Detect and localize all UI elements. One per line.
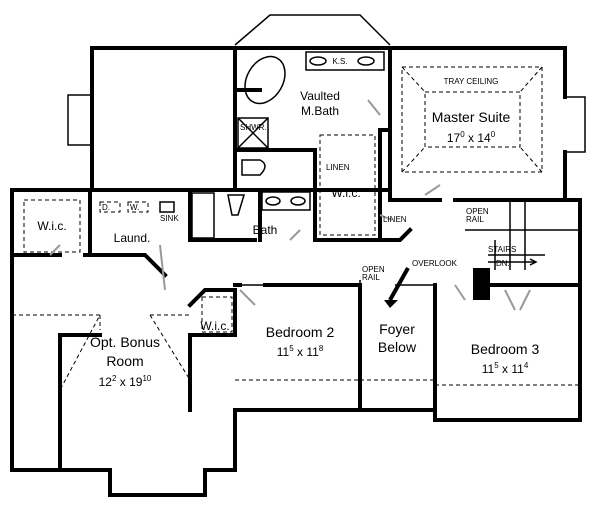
sink-note: SINK bbox=[160, 214, 179, 223]
overlook-note: OVERLOOK bbox=[412, 259, 458, 268]
foyer-label-2: Below bbox=[378, 339, 417, 355]
open-rail-note-1a: OPEN bbox=[466, 207, 489, 216]
linen-note-2: LINEN bbox=[383, 215, 407, 224]
master-wic-label: W.i.c. bbox=[331, 186, 360, 200]
bonus-room-label-2: Room bbox=[106, 353, 143, 369]
stairs-down-note: DN. bbox=[496, 259, 510, 268]
bedroom-3-label: Bedroom 3 bbox=[471, 341, 540, 357]
bedroom-3-dims: 115 x 114 bbox=[482, 361, 529, 376]
bath-label: Bath bbox=[253, 223, 278, 237]
small-wic-label: W.i.c. bbox=[200, 319, 229, 333]
left-wic-label: W.i.c. bbox=[37, 219, 66, 233]
walls bbox=[10, 14, 586, 497]
bonus-room-label-1: Opt. Bonus bbox=[90, 334, 160, 350]
doors bbox=[49, 99, 531, 311]
washer-note: W. bbox=[130, 203, 139, 212]
master-suite-label: Master Suite bbox=[432, 109, 511, 125]
bonus-room-dims: 122 x 1910 bbox=[99, 374, 152, 389]
laundry-label: Laund. bbox=[114, 231, 151, 245]
knee-space-note: K.S. bbox=[332, 57, 347, 66]
bedroom-2-dims: 115 x 118 bbox=[277, 344, 324, 359]
open-rail-note-2b: RAIL bbox=[362, 273, 380, 282]
bedroom-2-label: Bedroom 2 bbox=[266, 324, 335, 340]
master-bath-label-1: Vaulted bbox=[300, 89, 340, 103]
dryer-note: D. bbox=[102, 203, 110, 212]
foyer-label-1: Foyer bbox=[379, 321, 415, 337]
tray-ceiling-note: TRAY CEILING bbox=[444, 77, 499, 86]
open-rail-note-2a: OPEN bbox=[362, 265, 385, 274]
fixtures bbox=[12, 51, 580, 391]
master-suite-dims: 170 x 140 bbox=[447, 130, 496, 145]
master-bath-label-2: M.Bath bbox=[301, 104, 339, 118]
shower-note: SHWR. bbox=[240, 123, 267, 132]
open-rail-note-1b: RAIL bbox=[466, 215, 484, 224]
linen-note-1: LINEN bbox=[326, 163, 350, 172]
stairs-note: STAIRS bbox=[488, 245, 516, 254]
